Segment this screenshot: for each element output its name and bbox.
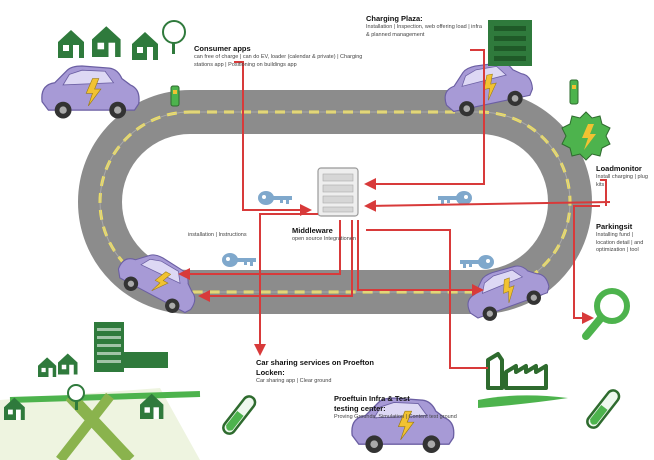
test-tube-icon: [583, 386, 623, 432]
label-body: Install charging | plug kits: [596, 174, 648, 188]
label-body: open source Integrationen: [292, 236, 356, 243]
label-charging-plaza: Charging Plaza: Installation | Inspectio…: [366, 14, 484, 39]
test-tube-icon: [219, 392, 259, 438]
gear-icon: [561, 111, 611, 161]
house-icon: [132, 32, 158, 60]
server-icon: [317, 167, 359, 217]
label-subtitle: testing center:: [334, 404, 386, 414]
label-title: Loadmonitor: [596, 164, 642, 173]
label-body: Installing fund | location detail | and …: [596, 232, 644, 253]
label-body: Car sharing app | Clear ground: [256, 378, 332, 385]
label-title: Consumer apps: [194, 44, 251, 53]
tree-icon: [162, 20, 186, 54]
car-icon: [41, 65, 140, 120]
key-icon: [438, 191, 472, 205]
house-icon: [38, 357, 57, 377]
label-parking: Parkingsit Installing fund | location de…: [596, 222, 652, 254]
label-middleware: Middleware open source Integrationen: [292, 226, 392, 244]
label-body: can free of charge | can do EV, loader (…: [194, 54, 363, 68]
tree-icon: [67, 384, 85, 410]
label-body: Installation | Inspection, web offering …: [366, 24, 482, 38]
label-car-sharing: Car sharing services on Proefton Locken:…: [256, 358, 396, 386]
label-body: installation | Instructions: [188, 232, 247, 238]
landscape-bg: [0, 388, 201, 460]
label-body: Proving Grounds, Simulation | Content te…: [334, 414, 457, 421]
key-icon: [460, 255, 494, 269]
label-title: Parkingsit: [596, 222, 633, 231]
factory-icon: [478, 352, 568, 408]
key-icon: [258, 191, 292, 205]
label-title: Car sharing services on Proefton Locken:: [256, 358, 374, 378]
label-title: Proeftuin Infra & Test: [334, 394, 410, 403]
house-icon: [92, 26, 121, 57]
label-title: Middleware: [292, 226, 333, 235]
label-loadmonitor: Loadmonitor Install charging | plug kits: [596, 164, 652, 189]
label-installation: installation | Instructions: [188, 232, 248, 239]
building-icon: [94, 322, 168, 372]
magnifier-icon: [582, 288, 630, 340]
charger-icon: [170, 85, 180, 107]
house-icon: [58, 353, 78, 375]
house-icon: [58, 30, 84, 58]
label-proeftuin-infra: Proeftuin Infra & Test testing center: P…: [334, 394, 462, 422]
label-title: Charging Plaza:: [366, 14, 423, 23]
connector-arrows: [178, 49, 611, 369]
charger-icon: [569, 79, 579, 105]
label-consumer-apps: Consumer apps can free of charge | can d…: [194, 44, 364, 69]
key-icon: [222, 253, 256, 267]
building-icon: [488, 20, 532, 66]
